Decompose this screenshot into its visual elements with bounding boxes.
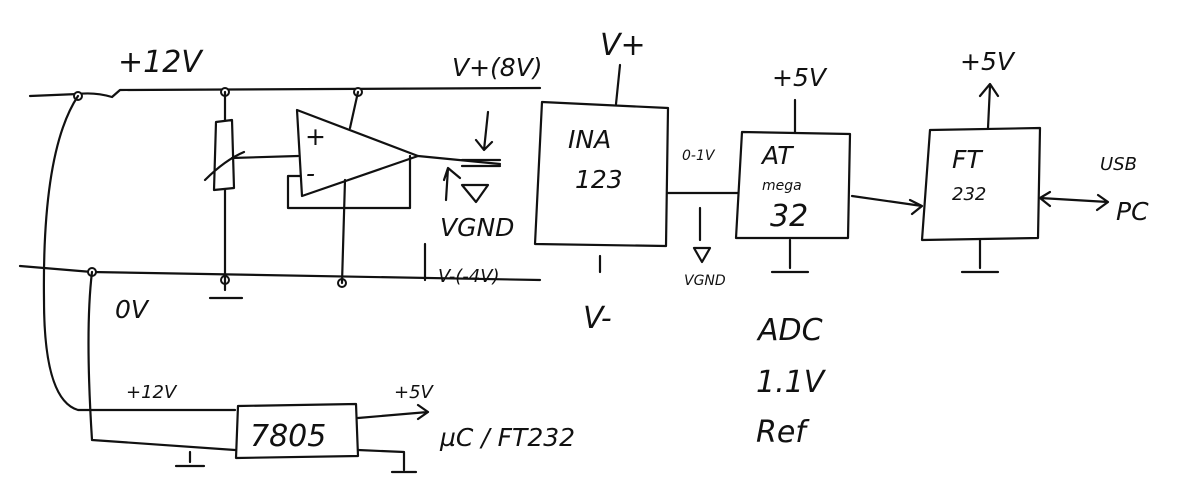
vplus-arrow-icon [474,110,494,152]
ina-vminus-label: V- [583,301,612,336]
regulator-label: 7805 [250,419,326,454]
regulator-input-label: +12V [126,382,178,403]
wire-to-regulator-gnd [87,270,237,452]
vgnd-arrow-icon [442,166,462,202]
ft-supply-label: +5V [960,47,1016,76]
mcu-label-line2: mega [762,178,802,194]
regulator-output-label: +5V [394,382,435,403]
adc-note-line1: ADC [756,313,823,348]
rail-vminus-label: V-(-4V) [438,266,500,287]
ina-vplus-label: V+ [600,28,646,63]
regulator-ground-wire [356,448,406,472]
opamp-output-wire [416,154,502,166]
usb-label: USB [1100,154,1137,175]
opamp-supply-wire [340,178,347,285]
ft-label-line1: FT [952,145,983,174]
potentiometer-icon [203,118,246,192]
vgnd-label: VGND [440,213,514,242]
pc-label: PC [1116,197,1149,226]
ina-label-line1: INA [568,125,611,154]
mcu-supply-label: +5V [772,63,828,92]
rail-plus12-wire [28,86,542,99]
mcu-label-line1: AT [760,141,794,170]
rail-zero-label: 0V [115,295,150,324]
regulator-block [234,402,360,460]
mcu-block [734,130,852,240]
signal-range-label: 0-1V [682,148,716,164]
opamp-plus-label: + [305,122,326,151]
capacitor-icon [460,158,502,168]
signal-vgnd-label: VGND [684,273,726,289]
ground-triangle-icon [460,183,490,204]
signal-vgnd-triangle-icon [692,246,712,264]
ina-label-line2: 123 [575,165,623,194]
regulator-target-label: µC / FT232 [439,423,575,452]
adc-note-line3: Ref [756,415,810,450]
wire-to-regulator-in [42,94,237,412]
mcu-label-line3: 32 [770,199,808,234]
mcu-to-ft-arrow [850,194,924,216]
opamp-minus-label: - [306,159,315,188]
usb-bidirectional-arrow-icon [1038,190,1110,212]
ft-block [920,126,1042,242]
opamp-supply-wire [348,90,360,130]
rail-vplus-label: V+(8V) [452,53,543,82]
regulator-output-arrow [356,403,430,421]
ft-supply-arrow-icon [978,82,1000,130]
divider-wire [230,154,300,160]
opamp-feedback-wire [286,154,412,210]
opamp-triangle-icon [295,108,420,198]
rail-plus12-label: +12V [118,45,204,80]
ina-supply-wire [614,63,622,106]
ina-block [533,100,670,248]
adc-note-line2: 1.1V [756,365,827,400]
ft-label-line2: 232 [952,184,986,205]
